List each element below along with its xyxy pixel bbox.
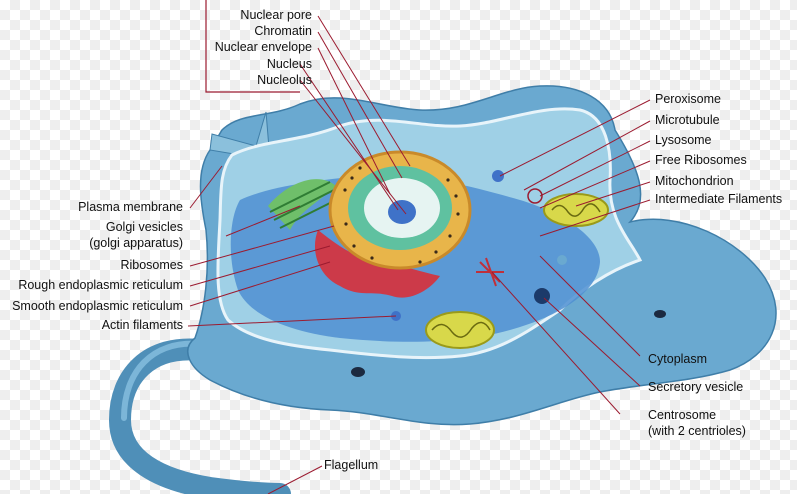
- golgi-apparatus: [268, 179, 337, 230]
- label-golgi-apparatus: (golgi apparatus): [89, 236, 183, 250]
- label-peroxisome: Peroxisome: [655, 92, 721, 106]
- flagellum-highlight: [121, 340, 203, 421]
- label-nuclear-envelope: Nuclear envelope: [214, 40, 312, 54]
- label-golgi-vesicles: Golgi vesicles: [105, 220, 183, 234]
- label-microtubule: Microtubule: [655, 113, 720, 127]
- label-flagellum: Flagellum: [324, 458, 379, 472]
- label-mitochondrion: Mitochondrion: [655, 174, 734, 188]
- vesicles: [351, 170, 666, 377]
- label-bracket: [205, 0, 300, 93]
- label-smooth-er: Smooth endoplasmic reticulum: [12, 299, 183, 313]
- label-nucleus: Nucleus: [266, 57, 312, 71]
- label-free-ribosomes: Free Ribosomes: [655, 153, 747, 167]
- label-ribosomes: Ribosomes: [120, 258, 183, 272]
- label-nucleolus: Nucleolus: [257, 73, 312, 87]
- leader-lines: [187, 15, 651, 494]
- label-chromatin: Chromatin: [254, 24, 312, 38]
- label-cytoplasm: Cytoplasm: [648, 352, 708, 366]
- label-plasma-membrane: Plasma membrane: [78, 200, 183, 214]
- nucleus: [328, 150, 472, 270]
- mitochondrion: [425, 193, 609, 349]
- label-lysosome: Lysosome: [655, 133, 712, 147]
- label-intermediate-filaments: Intermediate Filaments: [655, 192, 783, 206]
- label-nuclear-pore: Nuclear pore: [240, 8, 312, 22]
- label-rough-er: Rough endoplasmic reticulum: [18, 278, 183, 292]
- label-centrosome: Centrosome: [648, 408, 717, 422]
- label-secretory-vesicle: Secretory vesicle: [648, 380, 744, 394]
- centrosome: [476, 257, 504, 287]
- ribosome-dots: [343, 166, 460, 264]
- label-centrosome-note: (with 2 centrioles): [648, 424, 746, 438]
- label-actin-filaments: Actin filaments: [101, 318, 183, 332]
